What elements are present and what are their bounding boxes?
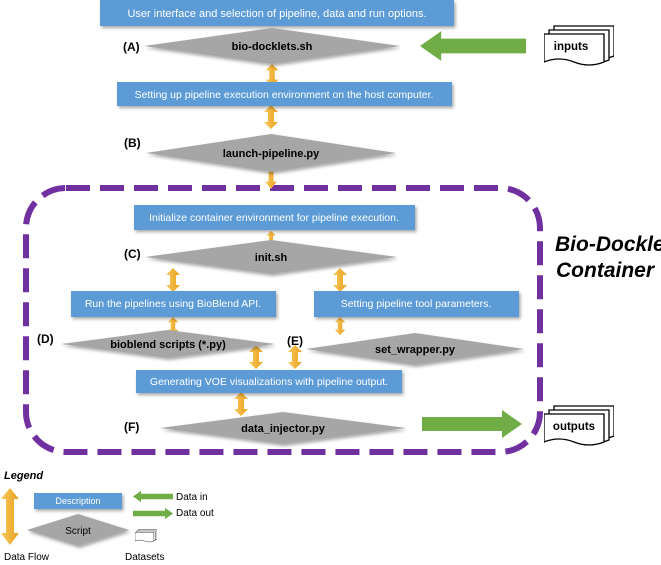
description-box-ui: User interface and selection of pipeline… <box>100 0 454 26</box>
legend-description-label: Description <box>55 496 100 506</box>
data-flow-arrow-c-run <box>166 268 180 292</box>
data-in-arrow <box>420 31 526 61</box>
data-flow-arrow-d-voe <box>249 345 263 369</box>
container-boundary <box>23 185 543 455</box>
description-box-run: Run the pipelines using BioBlend API. <box>71 291 276 317</box>
script-diamond-d: bioblend scripts (*.py) <box>61 330 275 358</box>
description-box-ui-text: User interface and selection of pipeline… <box>127 8 426 20</box>
description-box-env: Setting up pipeline execution environmen… <box>117 82 452 106</box>
outputs-label: outputs <box>553 421 595 433</box>
data-flow-arrow-env-b <box>264 105 278 129</box>
script-diamond-b-text: launch-pipeline.py <box>223 148 320 160</box>
script-diamond-a-text: bio-docklets.sh <box>232 41 313 53</box>
legend-datasets-icon <box>135 529 157 543</box>
legend-data-flow-icon <box>1 488 19 545</box>
legend-title: Legend <box>4 470 43 482</box>
legend-data-out-label: Data out <box>176 508 214 519</box>
script-diamond-e: set_wrapper.py <box>306 333 524 365</box>
legend-data-out-arrow <box>133 507 173 520</box>
legend-script-label: Script <box>65 526 91 537</box>
script-diamond-c: init.sh <box>145 240 397 274</box>
script-diamond-b: launch-pipeline.py <box>146 134 396 172</box>
description-box-env-text: Setting up pipeline execution environmen… <box>135 89 434 101</box>
description-box-voe-text: Generating VOE visualizations with pipel… <box>150 376 388 388</box>
script-diamond-c-text: init.sh <box>255 252 288 264</box>
script-diamond-e-text: set_wrapper.py <box>375 344 456 356</box>
script-diamond-f: data_injector.py <box>160 412 406 444</box>
description-box-params: Setting pipeline tool parameters. <box>314 291 519 317</box>
data-flow-arrow-voe-f <box>234 392 248 416</box>
data-flow-arrow-e-voe <box>288 345 302 369</box>
description-box-voe: Generating VOE visualizations with pipel… <box>136 370 402 393</box>
legend-data-in-arrow <box>133 490 173 503</box>
data-out-arrow <box>422 410 522 438</box>
container-label-line1: Bio-Docklet <box>555 233 661 256</box>
step-label-b: (B) <box>124 136 141 150</box>
legend-data-flow-label: Data Flow <box>4 552 50 563</box>
script-diamond-d-text: bioblend scripts (*.py) <box>110 339 226 351</box>
step-label-c: (C) <box>124 247 141 261</box>
legend-script-swatch: Script <box>27 514 129 546</box>
step-label-a: (A) <box>123 40 140 54</box>
description-box-params-text: Setting pipeline tool parameters. <box>341 298 492 310</box>
data-flow-arrow-params-e <box>334 317 346 335</box>
description-box-init-env: Initialize container environment for pip… <box>134 205 415 230</box>
script-diamond-f-text: data_injector.py <box>241 423 326 435</box>
description-box-run-text: Run the pipelines using BioBlend API. <box>85 298 261 310</box>
legend-data-in-label: Data in <box>176 492 208 503</box>
step-label-d: (D) <box>37 332 54 346</box>
legend-description-swatch: Description <box>34 493 122 509</box>
container-label-line2: Container <box>556 259 656 282</box>
data-flow-arrow-c-params <box>333 268 347 292</box>
step-label-f: (F) <box>124 420 139 434</box>
script-diamond-a: bio-docklets.sh <box>144 28 400 64</box>
legend-datasets-label: Datasets <box>125 552 164 563</box>
inputs-label: inputs <box>554 41 589 53</box>
description-box-init-env-text: Initialize container environment for pip… <box>149 212 399 224</box>
step-label-e: (E) <box>287 334 303 348</box>
